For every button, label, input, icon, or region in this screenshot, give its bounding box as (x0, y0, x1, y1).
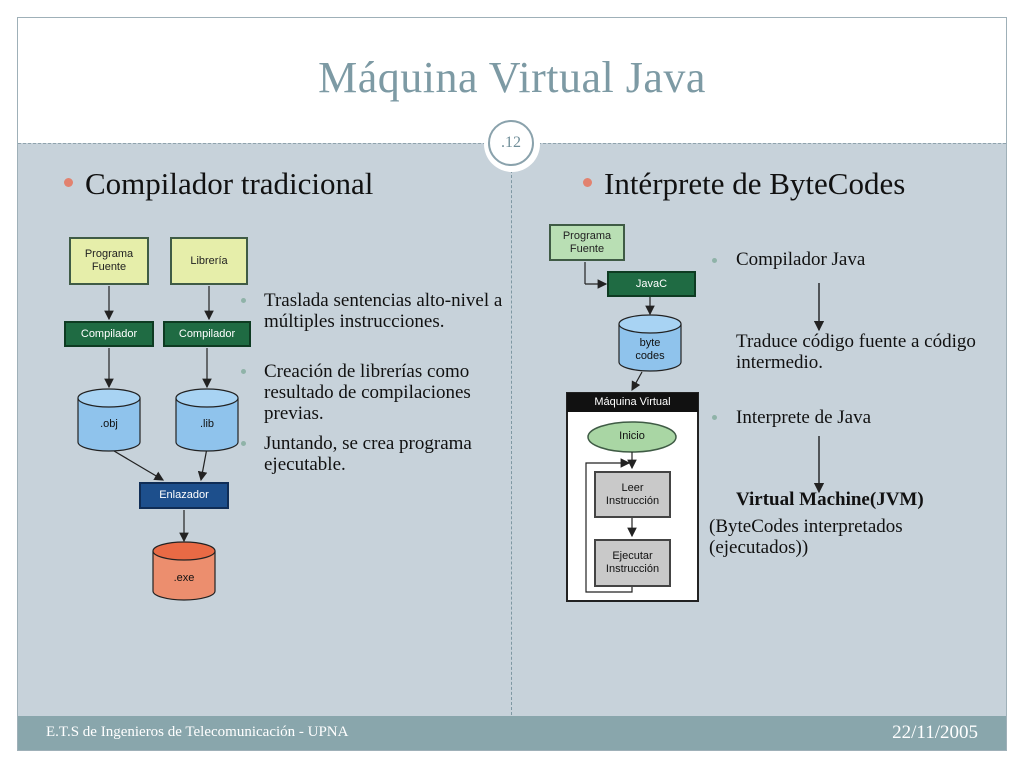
bullet-dot-icon (241, 298, 246, 303)
bullet-dot-icon (712, 415, 717, 420)
leer-instruccion-box: Leer Instrucción (594, 471, 671, 518)
bytecodes-label: byte codes (635, 337, 665, 362)
ejecutar-instruccion-box: Ejecutar Instrucción (594, 539, 671, 587)
left-heading: Compilador tradicional (64, 166, 373, 202)
compilador-box-2: Compilador (163, 321, 251, 347)
vm-title-bar (567, 393, 698, 412)
jvm-desc: (ByteCodes interpretados (ejecutados)) (709, 516, 903, 558)
exe-label: .exe (173, 572, 195, 584)
page-number: .12 (488, 120, 534, 166)
obj-label: .obj (100, 418, 118, 430)
left-bullet-1: Traslada sentencias alto-nivel a múltipl… (264, 290, 503, 332)
bullet-dot-icon (64, 178, 73, 188)
inicio-label: Inicio (619, 430, 645, 442)
arrow-bytecodes-vm (631, 371, 643, 392)
bytecodes-cylinder (618, 314, 682, 372)
arrow-obj-enlazador (108, 447, 165, 481)
left-bullet-2: Creación de librerías como resultado de … (264, 361, 471, 424)
lib-label: .lib (199, 418, 215, 430)
exe-cylinder (152, 541, 216, 601)
javac-box: JavaC (607, 271, 696, 297)
libreria-box: Librería (170, 237, 248, 285)
arrow-lib-enlazador (197, 447, 208, 482)
vm-title: Máquina Virtual (594, 396, 671, 408)
footer-bar (18, 716, 1006, 750)
left-heading-text: Compilador tradicional (85, 166, 374, 201)
footer-date: 22/11/2005 (892, 722, 978, 743)
left-bullet-3: Juntando, se crea programa ejecutable. (264, 433, 472, 475)
compilador-box-1: Compilador (64, 321, 154, 347)
right-heading: Intérprete de ByteCodes (583, 166, 905, 202)
lib-cylinder (175, 388, 239, 452)
right-bullet-1: Compilador Java (736, 249, 866, 270)
enlazador-box: Enlazador (139, 482, 229, 509)
bullet-dot-icon (241, 441, 246, 446)
slide-title: Máquina Virtual Java (318, 53, 706, 102)
programa-fuente-box-right: Programa Fuente (549, 224, 625, 261)
bullet-dot-icon (712, 258, 717, 263)
column-divider (511, 160, 512, 715)
bullet-dot-icon (241, 369, 246, 374)
bullet-dot-icon (583, 178, 592, 188)
right-heading-text: Intérprete de ByteCodes (604, 166, 906, 201)
arrow-loop-back (585, 458, 633, 593)
right-desc-1: Traduce código fuente a código intermedi… (736, 331, 976, 373)
programa-fuente-box: Programa Fuente (69, 237, 149, 285)
obj-cylinder (77, 388, 141, 452)
right-bullet-2: Interprete de Java (736, 407, 872, 428)
footer-institution: E.T.S de Ingenieros de Telecomunicación … (46, 724, 349, 740)
jvm-title: Virtual Machine(JVM) (736, 489, 924, 510)
